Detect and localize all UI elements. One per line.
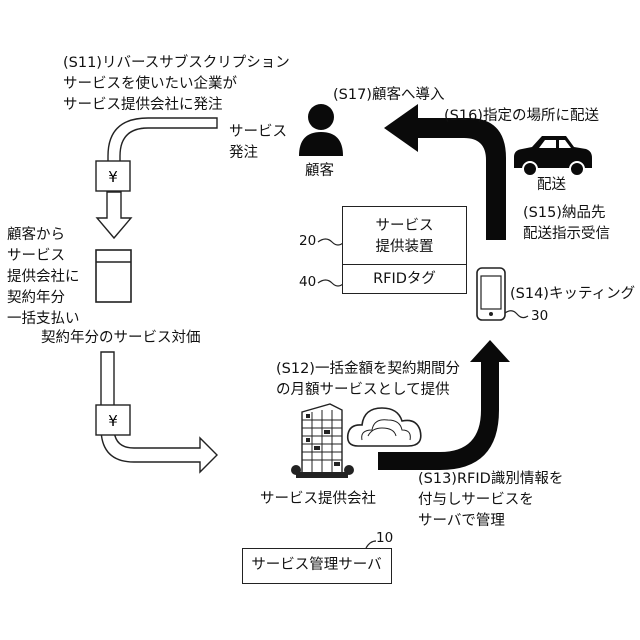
cloud-icon (348, 408, 421, 446)
customer-body-icon (299, 132, 343, 156)
delivery-car-icon (514, 136, 592, 176)
server-ref-leader (366, 541, 376, 548)
order-down-arrow (97, 192, 131, 238)
customer-label: 顧客 (305, 161, 334, 182)
delivery-label: 配送 (537, 175, 566, 196)
phone-ref-number: 30 (531, 306, 548, 327)
device-ref-leader (318, 239, 344, 245)
server-ref-number: 10 (376, 528, 393, 549)
building-icon (291, 404, 354, 478)
customer-payment-label: 顧客から サービス 提供会社に 契約年分 一括支払い (7, 225, 80, 330)
contract-document-icon (96, 250, 131, 302)
rfid-ref-number: 40 (299, 272, 316, 293)
contract-fee-label: 契約年分のサービス対価 (41, 328, 201, 349)
s11-label: (S11)リバースサブスクリプション サービスを使いたい企業が サービス提供会社… (63, 53, 290, 116)
s14-label: (S14)キッティング (510, 284, 635, 305)
service-device-label: サービス 提供装置 (343, 216, 466, 258)
s17-label: (S17)顧客へ導入 (333, 85, 444, 106)
s12-label: (S12)一括金額を契約期間分 の月額サービスとして提供 (276, 359, 460, 401)
rfid-ref-leader (318, 280, 344, 286)
device-ref-number: 20 (299, 231, 316, 252)
company-label: サービス提供会社 (260, 489, 376, 510)
s15-label: (S15)納品先 配送指示受信 (523, 203, 610, 245)
order-yen-sign: ¥ (108, 168, 118, 186)
service-server-box: サービス管理サーバ (242, 548, 392, 584)
smartphone-icon (477, 268, 505, 320)
payment-yen-sign: ¥ (108, 412, 118, 430)
service-server-label: サービス管理サーバ (243, 555, 390, 576)
s13-label: (S13)RFID識別情報を 付与しサービスを サーバで管理 (418, 469, 563, 532)
s16-label: (S16)指定の場所に配送 (444, 106, 599, 127)
service-device-box: サービス 提供装置 RFIDタグ (342, 206, 467, 294)
order-label: サービス 発注 (229, 122, 287, 164)
rfid-divider (343, 264, 466, 265)
phone-ref-leader (505, 311, 528, 318)
customer-head-icon (308, 104, 334, 130)
rfid-tag-label: RFIDタグ (343, 269, 466, 290)
